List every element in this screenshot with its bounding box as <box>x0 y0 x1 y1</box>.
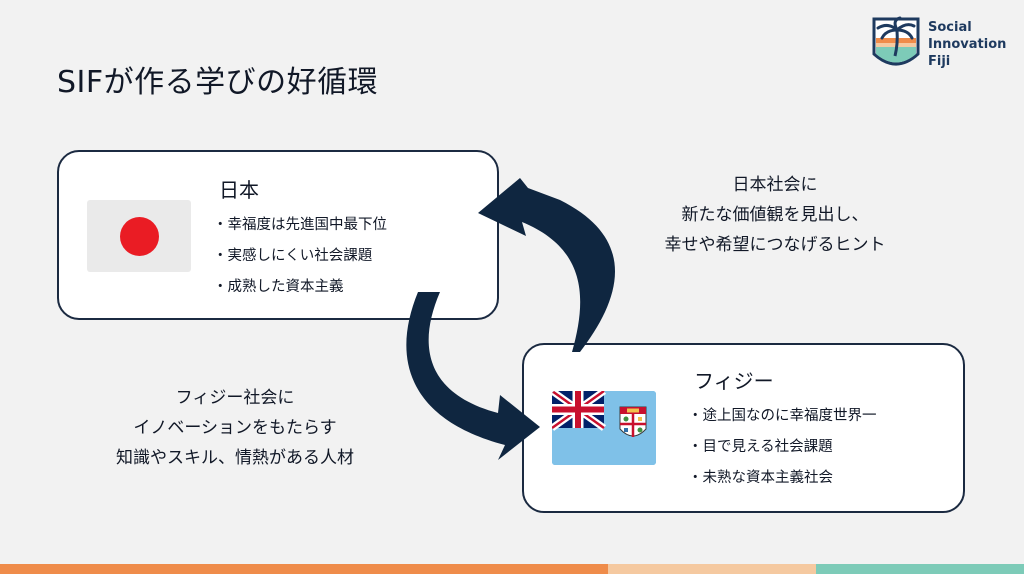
caption-fiji-benefit: フィジー社会に イノベーションをもたらす 知識やスキル、情熱がある人材 <box>70 383 400 473</box>
bottom-color-bar <box>0 564 1024 574</box>
logo-line-1: Social <box>928 20 972 35</box>
palm-tree-shield-icon <box>872 16 920 66</box>
logo-line-3: Fiji <box>928 54 951 69</box>
fiji-title: フィジー <box>694 369 774 393</box>
bar-peach <box>608 564 816 574</box>
logo-line-2: Innovation <box>928 37 1007 52</box>
bar-orange <box>0 564 608 574</box>
fiji-bullet-3: 未熟な資本主義社会 <box>688 463 877 494</box>
japan-card: 日本 幸福度は先進国中最下位 実感しにくい社会課題 成熟した資本主義 <box>57 150 499 320</box>
caption-left-line-1: フィジー社会に <box>175 388 295 408</box>
fiji-bullet-1: 途上国なのに幸福度世界一 <box>688 401 877 432</box>
fiji-bullets: 途上国なのに幸福度世界一 目で見える社会課題 未熟な資本主義社会 <box>688 401 877 494</box>
slide-title: SIFが作る学びの好循環 <box>57 65 379 100</box>
caption-right-line-3: 幸せや希望につなげるヒント <box>664 235 886 255</box>
japan-bullet-2: 実感しにくい社会課題 <box>213 241 387 272</box>
caption-right-line-2: 新たな価値観を見出し、 <box>681 205 869 225</box>
logo-text: Social Innovation Fiji <box>928 19 1006 70</box>
bar-teal <box>816 564 1024 574</box>
japan-bullet-3: 成熟した資本主義 <box>213 272 387 303</box>
caption-left-line-3: 知識やスキル、情熱がある人材 <box>116 448 354 468</box>
japan-bullet-1: 幸福度は先進国中最下位 <box>213 210 388 241</box>
japan-bullets: 幸福度は先進国中最下位 実感しにくい社会課題 成熟した資本主義 <box>213 210 388 303</box>
fiji-flag <box>552 391 656 465</box>
japan-title: 日本 <box>219 178 259 202</box>
fiji-card: フィジー 途上国なのに幸福度世界一 目で見える社会課題 未熟な資本主義社会 <box>522 343 965 513</box>
japan-flag <box>87 200 191 272</box>
logo: Social Innovation Fiji <box>870 16 1010 78</box>
fiji-bullet-2: 目で見える社会課題 <box>688 432 877 463</box>
caption-left-line-2: イノベーションをもたらす <box>133 418 337 438</box>
fiji-flag-graphic <box>552 391 656 465</box>
caption-right-line-1: 日本社会に <box>732 175 818 195</box>
caption-japan-benefit: 日本社会に 新たな価値観を見出し、 幸せや希望につなげるヒント <box>625 170 925 260</box>
japan-flag-sun <box>120 217 159 256</box>
